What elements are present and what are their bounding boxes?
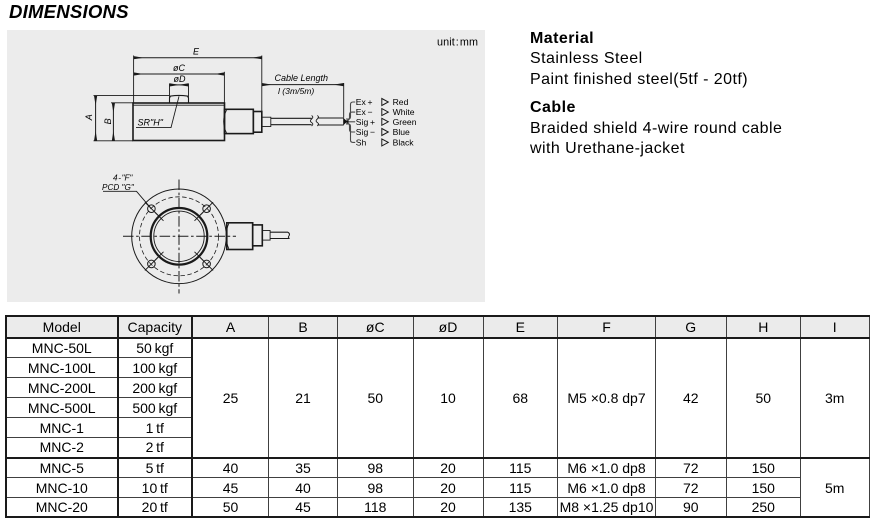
svg-text:unit : mm: unit : mm	[437, 37, 478, 49]
svg-text:Ex −: Ex −	[356, 107, 373, 117]
svg-text:Sh: Sh	[356, 137, 367, 147]
svg-text:Sig −: Sig −	[356, 127, 375, 137]
svg-text:Black: Black	[393, 137, 415, 147]
svg-text:PCD "G": PCD "G"	[102, 183, 135, 192]
svg-text:Sig +: Sig +	[356, 117, 375, 127]
svg-text:Blue: Blue	[393, 127, 410, 137]
svg-text:Ex +: Ex +	[356, 97, 373, 107]
svg-text:øC: øC	[173, 63, 185, 73]
svg-text:4 - "F": 4 - "F"	[113, 174, 134, 183]
svg-text:E: E	[193, 47, 200, 57]
svg-text:l (3m/5m): l (3m/5m)	[278, 86, 314, 96]
svg-text:Green: Green	[393, 117, 417, 127]
svg-text:A: A	[84, 114, 94, 121]
svg-text:Red: Red	[393, 97, 409, 107]
svg-text:Cable Length: Cable Length	[275, 73, 329, 83]
svg-text:SR"H": SR"H"	[138, 118, 164, 128]
svg-text:B: B	[103, 118, 113, 124]
svg-text:øD: øD	[174, 74, 186, 84]
svg-text:White: White	[393, 107, 415, 117]
